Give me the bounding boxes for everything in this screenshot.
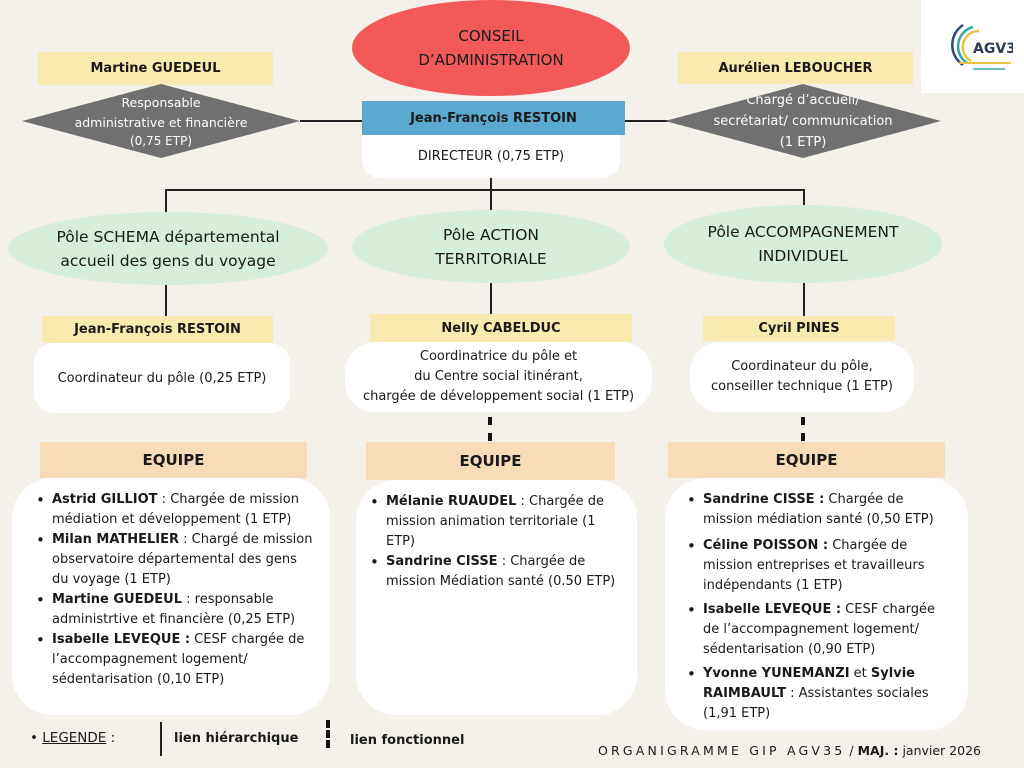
coord-line: conseiller technique (1 ETP) — [711, 379, 893, 394]
link-line — [165, 189, 167, 215]
coord-line: Coordinatrice du pôle et — [419, 349, 578, 364]
legend-hier-line — [160, 722, 162, 756]
conseil-administration: CONSEIL D’ADMINISTRATION — [352, 0, 630, 96]
legend-fonc-line — [326, 720, 330, 748]
role-line: (0,75 ETP) — [129, 134, 193, 148]
link-line — [490, 189, 492, 213]
equipe-label: EQUIPE — [366, 442, 615, 480]
pole-title-line: accueil des gens du voyage — [60, 251, 276, 270]
functional-link — [488, 417, 492, 441]
pole-schema: Pôle SCHEMA départemental accueil des ge… — [8, 212, 328, 285]
link-line — [300, 120, 362, 122]
director-name: Jean-François RESTOIN — [362, 101, 625, 135]
coord-name: Nelly CABELDUC — [370, 314, 632, 342]
coord-line: Coordinateur du pôle, — [731, 359, 873, 374]
team-action: Mélanie RUAUDEL : Chargée de mission ani… — [356, 480, 637, 715]
pole-action: Pôle ACTION TERRITORIALE — [352, 210, 630, 283]
pole-title-line: INDIVIDUEL — [758, 247, 848, 265]
coord-line: chargée de développement social (1 ETP) — [362, 389, 635, 404]
pole-title-line: Pôle ACTION — [442, 225, 540, 244]
functional-link — [801, 417, 805, 441]
legend: • LEGENDE : — [30, 730, 116, 746]
director-role: DIRECTEUR (0,75 ETP) — [362, 135, 620, 178]
link-line — [165, 189, 804, 191]
pole-title-line: Pôle SCHEMA départemental — [56, 227, 280, 246]
legend-fonc-label: lien fonctionnel — [350, 733, 465, 748]
team-accompagnement: Sandrine CISSE : Chargée de mission médi… — [665, 478, 968, 730]
equipe-label: EQUIPE — [40, 442, 307, 478]
coord-line: du Centre social itinérant, — [414, 369, 583, 384]
footer: ORGANIGRAMME GIP AGV35 / MAJ. : janvier … — [598, 743, 981, 758]
logo-text: AGV35 — [973, 41, 1013, 57]
link-line — [165, 284, 167, 316]
coord-name: Jean-François RESTOIN — [42, 316, 273, 343]
team-member: Mélanie RUAUDEL : Chargée de mission ani… — [366, 492, 623, 552]
role-line: (1 ETP) — [779, 134, 827, 150]
team-schema: Astrid GILLIOT : Chargée de mission médi… — [12, 478, 330, 715]
link-line — [620, 120, 670, 122]
role-line: Chargé d’accueil/ — [746, 92, 860, 108]
logo: AGV35 — [921, 0, 1024, 93]
coord-name: Cyril PINES — [703, 316, 895, 341]
team-member: Isabelle LEVEQUE : CESF chargée de l’acc… — [32, 630, 316, 690]
team-member: Astrid GILLIOT : Chargée de mission médi… — [32, 490, 316, 530]
link-line — [490, 178, 492, 190]
link-line — [490, 282, 492, 314]
team-member: Sandrine CISSE : Chargée de mission médi… — [683, 490, 954, 530]
team-member: Sandrine CISSE : Chargée de mission Médi… — [366, 552, 623, 592]
equipe-label: EQUIPE — [668, 442, 945, 478]
team-member: Martine GUEDEUL : responsable administrt… — [32, 590, 316, 630]
team-member: Isabelle LEVEQUE : CESF chargée de l’acc… — [683, 600, 954, 660]
footer-title: ORGANIGRAMME GIP AGV35 — [598, 743, 846, 758]
team-member: Milan MATHELIER : Chargé de mission obse… — [32, 530, 316, 590]
right-person-name: Aurélien LEBOUCHER — [678, 52, 913, 84]
left-person-name: Martine GUEDEUL — [38, 52, 273, 85]
team-member: Yvonne YUNEMANZI et Sylvie RAIMBAULT : A… — [683, 664, 954, 724]
coord-role: Coordinateur du pôle (0,25 ETP) — [34, 343, 290, 413]
pole-title-line: Pôle ACCOMPAGNEMENT — [707, 223, 899, 241]
legend-title: LEGENDE — [42, 730, 107, 746]
role-line: administrative et financière — [74, 115, 248, 130]
team-member: Céline POISSON : Chargée de mission entr… — [683, 536, 954, 596]
coord-role: Coordinateur du pôle, conseiller techniq… — [690, 342, 914, 412]
pole-accompagnement: Pôle ACCOMPAGNEMENT INDIVIDUEL — [664, 205, 942, 283]
pole-title-line: TERRITORIALE — [435, 249, 547, 268]
link-line — [803, 189, 805, 207]
left-role-diamond: Responsable administrative et financière… — [22, 84, 300, 158]
role-line: secrétariat/ communication — [713, 113, 893, 129]
right-role-diamond: Chargé d’accueil/ secrétariat/ communica… — [665, 84, 941, 158]
legend-hier-label: lien hiérarchique — [174, 731, 299, 746]
coord-role: Coordinatrice du pôle et du Centre socia… — [345, 342, 652, 412]
logo-arcs-icon: AGV35 — [950, 23, 1013, 70]
role-line: Responsable — [121, 95, 201, 110]
link-line — [803, 282, 805, 316]
